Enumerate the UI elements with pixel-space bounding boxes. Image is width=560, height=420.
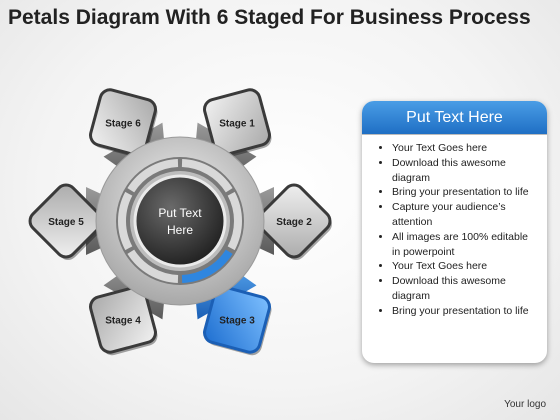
bullet-item: Your Text Goes here [392,259,539,274]
hub-core [133,174,227,268]
bullet-item: Bring your presentation to life [392,304,539,319]
text-panel: Put Text Here Your Text Goes hereDownloa… [362,101,547,363]
bullet-list: Your Text Goes hereDownload this awesome… [362,141,547,319]
bullet-item: Download this awesome diagram [392,274,539,304]
bullet-item: Capture your audience’s attention [392,200,539,230]
bullet-item: Bring your presentation to life [392,185,539,200]
hub-segment-5 [118,191,133,251]
stage-2-label: Stage 2 [276,217,312,228]
stage-6-shape [89,88,157,157]
hub-segment-4 [127,249,179,283]
stage-2-shape [256,183,332,259]
hub-segment-3 [181,249,233,283]
stage-1-label: Stage 1 [219,118,255,129]
hub-segment-6 [127,159,179,193]
stage-4-label: Stage 4 [105,316,141,327]
stage-3-label: Stage 3 [219,316,255,327]
stage-4-shape [89,285,157,354]
slide-title: Petals Diagram With 6 Staged For Busines… [8,6,531,29]
stage-6-label: Stage 6 [105,118,141,129]
bullet-item: All images are 100% editable in powerpoi… [392,230,539,260]
bullet-item: Download this awesome diagram [392,156,539,186]
stage-3-shape [203,285,271,354]
hub-segment-2 [227,191,242,251]
panel-heading: Put Text Here [362,101,547,135]
hub-segment-1 [181,159,233,193]
center-text-line: Here [167,223,193,237]
stage-5-label: Stage 5 [48,217,84,228]
stage-1-shape [203,88,271,157]
logo-text: Your logo [504,399,546,410]
center-text-line: Put Text [158,206,202,220]
bullet-item: Your Text Goes here [392,141,539,156]
stage-5-shape [28,183,104,259]
